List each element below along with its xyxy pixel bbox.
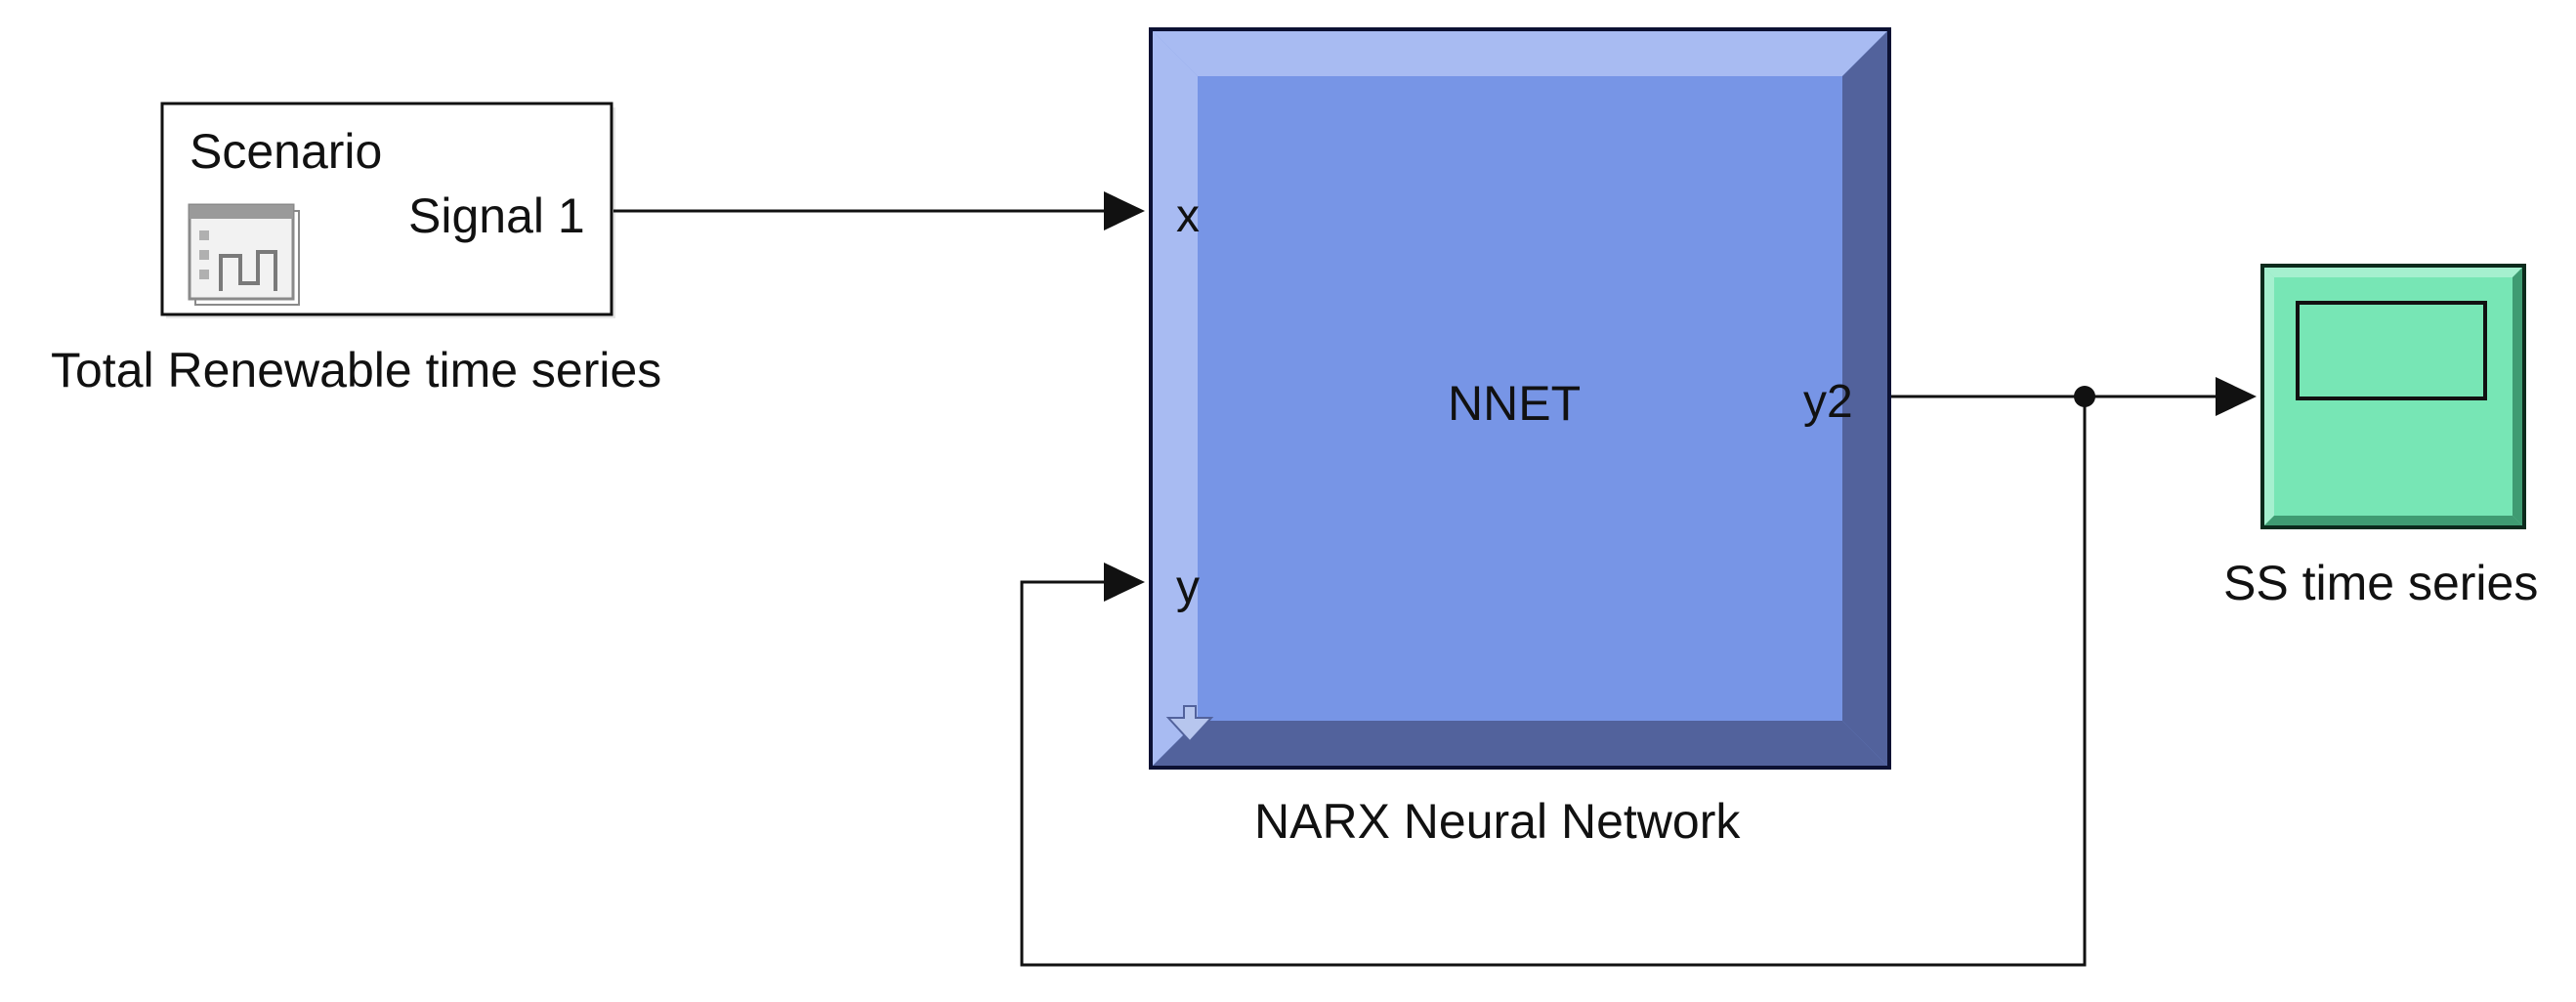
output-port-y2-label: y2: [1803, 376, 1853, 428]
input-port-x-label: x: [1176, 190, 1200, 242]
signal-editor-icon: [188, 203, 300, 306]
narx-neural-network-block[interactable]: [1149, 27, 1891, 770]
narx-caption: NARX Neural Network: [1254, 794, 1741, 849]
nnet-block-name: NNET: [1448, 376, 1582, 431]
feedback-line[interactable]: [1020, 397, 2087, 967]
signal-line-x[interactable]: [613, 191, 1145, 230]
signal-line-y2[interactable]: [1891, 377, 2257, 416]
signal-port-label: Signal 1: [408, 188, 585, 243]
scenario-caption: Total Renewable time series: [51, 343, 662, 397]
scope-caption: SS time series: [2223, 556, 2539, 610]
scenario-title: Scenario: [190, 124, 383, 179]
input-port-y-label: y: [1176, 562, 1200, 613]
down-arrow-icon: [1165, 705, 1214, 743]
scope-screen-icon: [2296, 301, 2487, 400]
